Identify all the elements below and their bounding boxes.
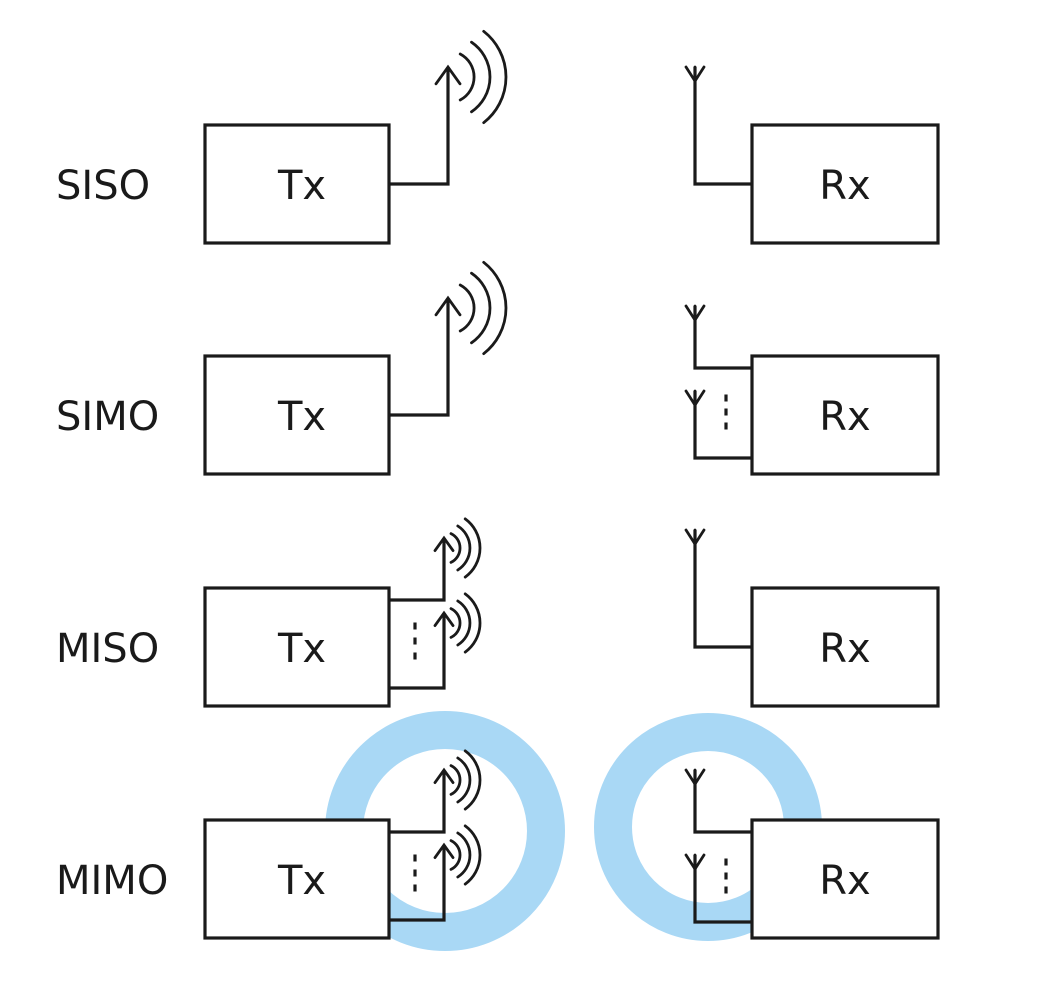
- row-label: MISO: [56, 626, 159, 672]
- transmit-antenna-icon: [433, 517, 482, 579]
- transmit-antenna-icon: [433, 592, 482, 654]
- signal-waves-icon: [458, 260, 508, 356]
- rx-label: Rx: [819, 163, 870, 209]
- rx-ellipsis: [724, 394, 728, 430]
- receive-antenna-icon: [684, 853, 706, 872]
- tx-box: [203, 354, 391, 476]
- rx-ellipsis: [724, 858, 728, 894]
- row-mimo: MIMO Tx Rx: [56, 749, 940, 940]
- row-label: SIMO: [56, 394, 159, 440]
- tx-feed-line: [389, 298, 450, 417]
- tx-box: [203, 586, 391, 708]
- row-simo: SIMO Tx Rx: [56, 260, 940, 476]
- rx-box: [750, 586, 940, 708]
- signal-waves-icon: [449, 592, 482, 654]
- receive-antenna-icon: [684, 768, 706, 787]
- signal-waves-icon: [449, 517, 482, 579]
- receive-antenna-icon: [684, 389, 706, 408]
- tx-label: Tx: [277, 626, 326, 672]
- rx-box: [750, 354, 940, 476]
- tx-feed-line: [389, 845, 446, 922]
- rx-feed-line: [693, 770, 752, 834]
- tx-ellipsis: [413, 854, 417, 892]
- rx-box: [750, 818, 940, 940]
- rx-feed-line: [693, 855, 752, 924]
- tx-feed-line: [389, 538, 446, 602]
- signal-waves-icon: [458, 29, 508, 125]
- tx-ellipsis: [413, 622, 417, 660]
- tx-box: [203, 818, 391, 940]
- rx-feed-line: [693, 391, 752, 460]
- row-label: MIMO: [56, 858, 168, 904]
- tx-feed-line: [389, 770, 446, 834]
- rx-label: Rx: [819, 626, 870, 672]
- rx-label: Rx: [819, 858, 870, 904]
- signal-waves-icon: [449, 749, 482, 811]
- transmit-antenna-icon: [434, 260, 508, 356]
- receive-antenna-icon: [684, 304, 706, 323]
- transmit-antenna-icon: [433, 824, 482, 886]
- rx-feed-line: [693, 306, 752, 370]
- row-miso: MISO Tx Rx: [56, 517, 940, 708]
- signal-waves-icon: [449, 824, 482, 886]
- tx-label: Tx: [277, 163, 326, 209]
- transmit-antenna-icon: [433, 749, 482, 811]
- tx-label: Tx: [277, 394, 326, 440]
- row-label: SISO: [56, 163, 150, 209]
- rx-feed-line: [693, 530, 752, 649]
- tx-feed-line: [389, 67, 450, 186]
- rx-feed-line: [693, 67, 752, 186]
- receive-antenna-icon: [684, 528, 706, 547]
- transmit-antenna-icon: [434, 29, 508, 125]
- row-siso: SISO Tx Rx: [56, 29, 940, 245]
- tx-feed-line: [389, 613, 446, 690]
- tx-label: Tx: [277, 858, 326, 904]
- receive-antenna-icon: [684, 65, 706, 84]
- rx-label: Rx: [819, 394, 870, 440]
